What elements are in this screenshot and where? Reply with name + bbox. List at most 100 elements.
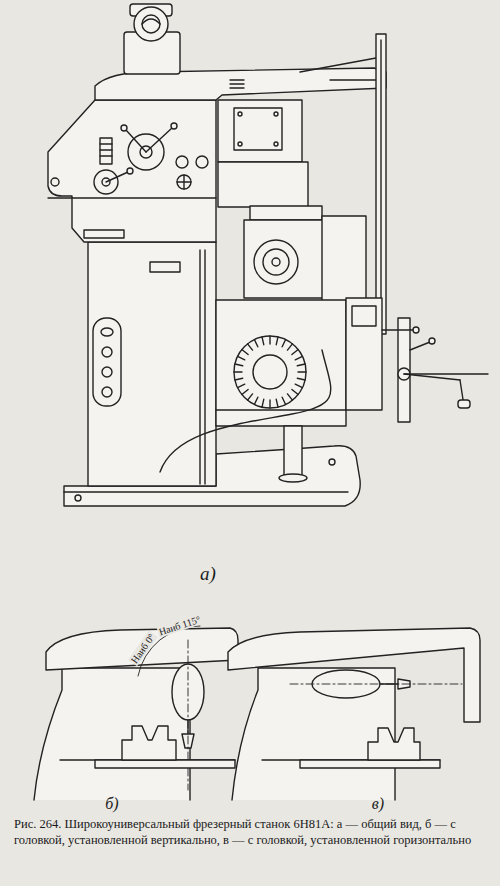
feed-box-part [404, 374, 460, 380]
rotary-table-part [250, 206, 322, 220]
gearbox-housing-part [48, 100, 216, 242]
gearbox-housing-part [146, 128, 172, 152]
gear-teeth-part [276, 337, 278, 345]
elevating-screw-part [279, 474, 307, 482]
gear-teeth-part [297, 364, 305, 366]
gearbox-housing-part [100, 149, 112, 150]
gear-teeth-part [287, 394, 292, 400]
knee-part [253, 355, 287, 389]
spindle-housing-part [218, 100, 302, 162]
center-line-v [290, 684, 462, 685]
gearbox-housing-part [177, 175, 191, 189]
gear-teeth-part [292, 389, 298, 394]
column-part [102, 347, 112, 357]
gearbox-housing-part [171, 123, 177, 129]
overarm-v [228, 628, 480, 722]
figure-letter: в) [372, 795, 384, 813]
figure-caption: Рис. 264. Широкоуниверсальный фрезерный … [14, 816, 486, 849]
elevating-screw [279, 426, 307, 482]
gearbox-housing-part [100, 155, 112, 156]
column-part [88, 242, 216, 486]
swivel-head-part [142, 19, 160, 24]
gear-teeth-part [234, 371, 242, 372]
column-part [102, 367, 112, 377]
gear-teeth-part [242, 389, 248, 394]
knee-part [216, 300, 346, 426]
gear-teeth-part [282, 340, 285, 347]
swivel-head-part [142, 15, 160, 33]
gear-teeth-part [254, 397, 257, 404]
gear-teeth-part [295, 356, 302, 359]
overarm-part [230, 87, 244, 88]
support-bar-part [376, 34, 386, 334]
swivel-head-part [134, 7, 168, 41]
rotary-table-part [322, 216, 366, 302]
column-part [101, 328, 113, 336]
overarm-v-part [228, 628, 480, 722]
gear-teeth-part [282, 397, 285, 404]
overarm-part [230, 83, 244, 84]
gearbox-housing-part [48, 197, 216, 198]
feed-box-part [382, 329, 414, 330]
spindle-housing-part [218, 162, 308, 207]
rotary-table [244, 206, 366, 302]
spindle-housing-part [238, 112, 242, 116]
feed-box-part [429, 338, 435, 344]
rotary-table-part [263, 249, 289, 275]
gearbox-housing-part [127, 168, 133, 174]
figure-letter: а) [200, 564, 216, 585]
feed-box [346, 298, 488, 422]
column-part [204, 250, 205, 484]
gear-teeth-part [235, 364, 243, 366]
gearbox-housing-part [100, 138, 112, 164]
gear-teeth-part [287, 344, 292, 350]
feed-box-part [352, 306, 376, 326]
gear-teeth-part [297, 378, 305, 380]
gear-teeth-part [298, 371, 306, 372]
gearbox-housing-part [84, 230, 124, 238]
gear-teeth-part [238, 384, 245, 387]
knee [216, 300, 346, 426]
knee-part [216, 409, 346, 410]
vise-b [95, 726, 235, 768]
column-v-part [232, 668, 395, 800]
gear-teeth-part [235, 378, 243, 380]
gear-teeth-part [248, 344, 253, 350]
vise-v [300, 728, 440, 768]
gearbox-housing-part [196, 156, 208, 168]
overarm-part [300, 58, 376, 72]
feed-box-part [346, 298, 382, 410]
support-bar-part [380, 40, 381, 330]
vise-b-part [95, 760, 235, 768]
gear-teeth-part [262, 399, 264, 407]
gearbox-housing-part [183, 175, 184, 189]
feed-box-part [458, 400, 470, 408]
overarm-part [330, 79, 376, 80]
gear-teeth-part [295, 384, 302, 387]
spindle-housing [218, 100, 308, 207]
gearbox-housing-part [176, 156, 188, 168]
gearbox-housing [48, 100, 216, 242]
column-part [150, 262, 180, 272]
vise-b-part [122, 726, 176, 760]
support-bar [376, 34, 386, 334]
gear-teeth-part [254, 340, 257, 347]
column-b-part [34, 668, 190, 800]
gearbox-housing-part [126, 130, 146, 152]
gearbox-housing-part [51, 178, 59, 186]
feed-box-part [410, 342, 430, 350]
column-part [102, 387, 112, 397]
rotary-table-part [272, 258, 280, 266]
elevating-screw-part [284, 426, 302, 478]
swivel-head [124, 4, 180, 74]
cable-part [160, 350, 331, 472]
machine-base-part [329, 459, 335, 465]
column-v [232, 668, 440, 800]
column-part [199, 250, 200, 484]
machine-base-part [75, 495, 81, 501]
vise-v-part [300, 760, 440, 768]
spindle-housing-part [274, 112, 278, 116]
column [88, 242, 216, 486]
